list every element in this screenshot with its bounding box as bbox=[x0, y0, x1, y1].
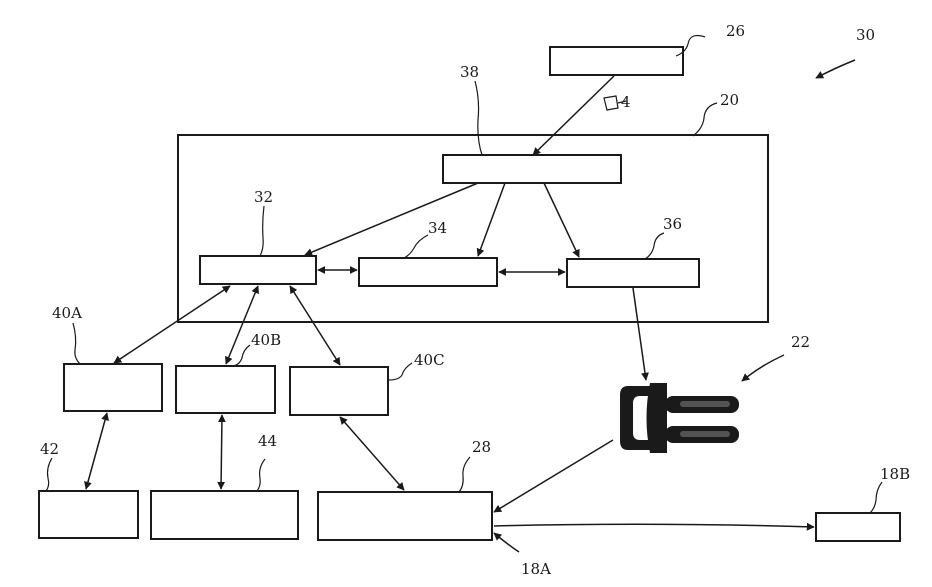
arrow-system bbox=[816, 60, 855, 78]
input-device-box bbox=[550, 47, 683, 75]
label-connector: 22 bbox=[791, 333, 810, 351]
unit-a-box bbox=[64, 364, 162, 411]
label-unit-c: 40C bbox=[414, 351, 445, 369]
label-terminal-a: 18A bbox=[521, 560, 551, 578]
link-module-a-unit-c bbox=[290, 286, 340, 365]
leader-unit-c bbox=[389, 363, 412, 380]
leader-unit-a bbox=[73, 323, 80, 364]
device-b-box bbox=[151, 491, 298, 539]
label-device-a: 42 bbox=[40, 440, 59, 458]
unit-b-box bbox=[176, 366, 275, 413]
leader-module-b bbox=[404, 235, 428, 258]
label-signal: 4 bbox=[621, 93, 631, 111]
module-c-box bbox=[567, 259, 699, 287]
label-unit-a: 40A bbox=[52, 304, 82, 322]
plug-connector-icon bbox=[620, 383, 739, 453]
label-system: 30 bbox=[856, 26, 875, 44]
link-unit-c-device-c bbox=[340, 417, 404, 490]
label-device-b: 44 bbox=[258, 432, 277, 450]
leader-device-a bbox=[46, 458, 52, 491]
label-processor: 38 bbox=[460, 63, 479, 81]
leader-device-b bbox=[257, 459, 265, 491]
label-controller: 20 bbox=[720, 91, 739, 109]
label-device-c: 28 bbox=[472, 438, 491, 456]
label-terminal-b: 18B bbox=[880, 465, 910, 483]
leader-device-c bbox=[459, 457, 470, 492]
label-input-device: 26 bbox=[726, 22, 745, 40]
arrow-module-c-to-connector bbox=[633, 288, 646, 380]
leader-processor bbox=[475, 81, 482, 155]
label-module-a: 32 bbox=[254, 188, 273, 206]
leader-controller bbox=[693, 103, 717, 136]
link-module-a-unit-b bbox=[226, 286, 258, 364]
unit-c-box bbox=[290, 367, 388, 415]
label-unit-b: 40B bbox=[251, 331, 281, 349]
link-module-a-unit-a bbox=[114, 286, 230, 363]
leader-module-a bbox=[260, 206, 264, 256]
arrow-input-to-processor bbox=[533, 76, 614, 155]
label-module-c: 36 bbox=[663, 215, 682, 233]
terminal-b-box bbox=[816, 513, 900, 541]
processor-box bbox=[443, 155, 621, 183]
device-a-box bbox=[39, 491, 138, 538]
arrow-terminal-a bbox=[494, 533, 519, 552]
device-c-box bbox=[318, 492, 492, 540]
leader-module-c bbox=[645, 233, 664, 259]
arrow-processor-to-module-b bbox=[478, 183, 505, 256]
label-module-b: 34 bbox=[428, 219, 447, 237]
leader-terminal-b bbox=[870, 482, 882, 513]
arrow-processor-to-module-a bbox=[305, 183, 478, 255]
arrow-connector-to-device-c bbox=[494, 440, 613, 512]
arrow-device-c-to-terminal-b bbox=[494, 524, 814, 527]
module-a-box bbox=[200, 256, 316, 284]
link-unit-a-device-a bbox=[86, 413, 107, 489]
link-unit-b-device-b bbox=[221, 415, 222, 489]
arrow-processor-to-module-c bbox=[544, 183, 579, 257]
arrow-connector-ref bbox=[742, 355, 784, 381]
module-b-box bbox=[359, 258, 497, 286]
leader-unit-b bbox=[234, 345, 250, 366]
